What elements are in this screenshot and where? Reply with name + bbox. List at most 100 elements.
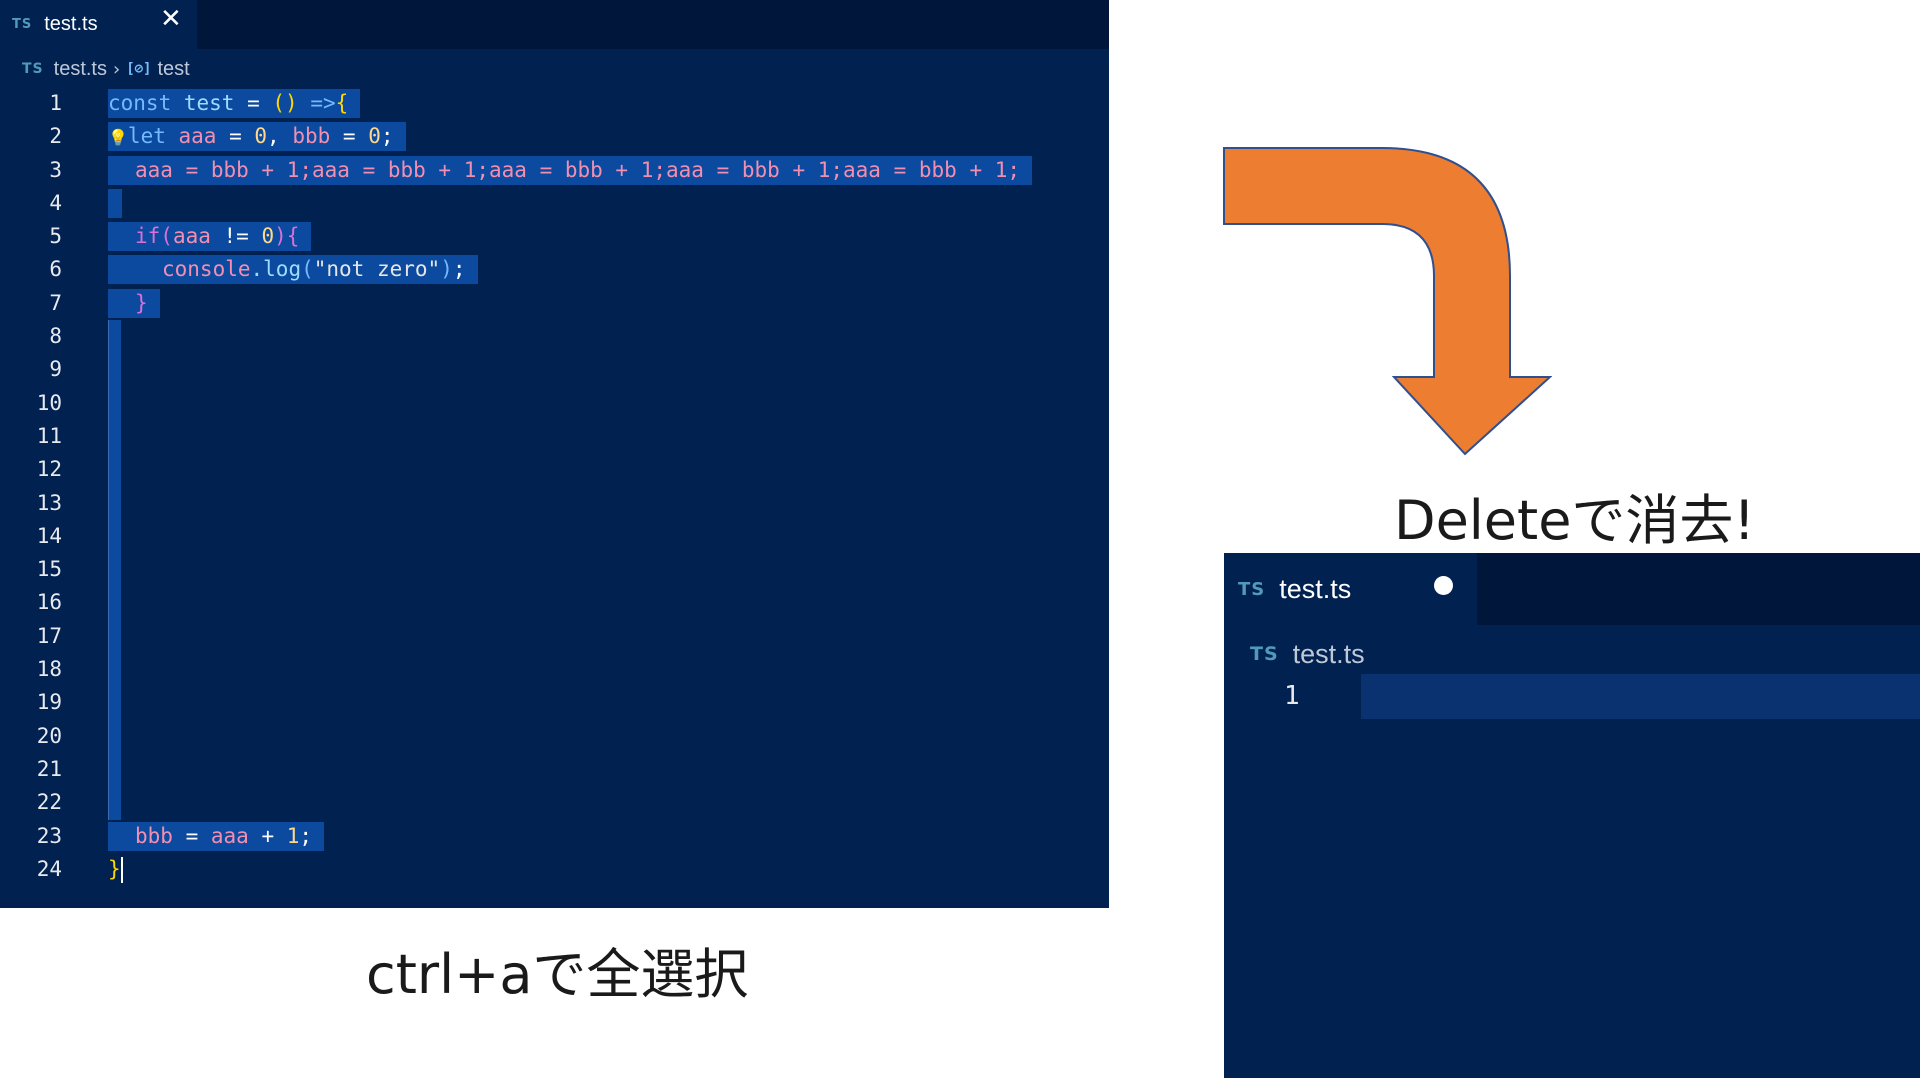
code-line: 18 [0, 653, 1109, 687]
line-number: 23 [36, 823, 62, 848]
line-number: 1 [49, 91, 62, 115]
line-number: 11 [36, 423, 62, 448]
editor-before: TS test.ts ✕ TS test.ts › [⊘] test 1 con… [0, 0, 1109, 908]
code-line: 4 [0, 187, 1109, 220]
caption-select-all: ctrl+aで全選択 [366, 943, 749, 1006]
typescript-file-icon: TS [12, 17, 33, 32]
line-number: 21 [36, 756, 62, 781]
code-line: 16 [0, 586, 1109, 620]
breadcrumb: TS test.ts [1250, 633, 1365, 675]
line-number: 2 [49, 124, 62, 149]
tab-test-ts[interactable]: TS test.ts ✕ [0, 0, 197, 49]
line-number: 15 [36, 557, 62, 582]
line-number: 24 [36, 856, 62, 881]
lightbulb-icon[interactable]: 💡 [108, 128, 128, 148]
code-line: 2 💡let aaa = 0, bbb = 0; [0, 120, 1109, 153]
selected-text: aaa = bbb + 1;aaa = bbb + 1;aaa = bbb + … [108, 155, 1033, 185]
code-line: 13 [0, 486, 1109, 520]
selection-indent [108, 320, 121, 354]
line-number: 5 [49, 224, 62, 249]
editor-after: TS test.ts TS test.ts 1 [1224, 553, 1920, 1078]
code-line: 6 console.log("not zero"); [0, 253, 1109, 286]
code-line: 7 } [0, 287, 1109, 320]
code-line: 22 [0, 786, 1109, 820]
selected-text: console.log("not zero"); [108, 255, 478, 285]
selection-indent [108, 386, 121, 420]
line-number: 18 [36, 657, 62, 682]
breadcrumb: TS test.ts › [⊘] test [22, 56, 190, 82]
line-number: 9 [49, 357, 62, 382]
selection-indent [108, 419, 121, 454]
selection-indent [108, 353, 121, 387]
line-number: 10 [36, 390, 62, 415]
chevron-right-icon: › [113, 58, 121, 80]
code-line: 20 [0, 719, 1109, 753]
code-area[interactable]: 1 const test = () =>{ 2 💡let aaa = 0, bb… [0, 87, 1109, 886]
tab-bar: TS test.ts ✕ [0, 0, 1109, 49]
closing-brace: } [108, 856, 123, 883]
code-line: 14 [0, 519, 1109, 554]
code-line: 15 [0, 553, 1109, 587]
tab-label: test.ts [1279, 573, 1352, 604]
line-number: 17 [36, 623, 62, 648]
unsaved-dot-icon[interactable] [1434, 576, 1453, 595]
selection-indent [108, 653, 121, 687]
line-number: 3 [49, 157, 62, 182]
close-icon[interactable]: ✕ [160, 4, 182, 34]
bent-arrow-down-icon [1223, 147, 1552, 456]
typescript-file-icon: TS [1250, 643, 1279, 665]
text-cursor [120, 856, 123, 883]
selected-text: bbb = aaa + 1; [108, 821, 325, 851]
selection-indent [108, 619, 121, 654]
line-number: 6 [49, 257, 62, 282]
code-line: 19 [0, 686, 1109, 720]
selection-indent [108, 786, 121, 820]
selection-indent [108, 686, 121, 720]
line-number: 16 [36, 590, 62, 615]
code-line: 10 [0, 386, 1109, 420]
code-line: 17 [0, 619, 1109, 654]
selected-text: const test = () =>{ [108, 89, 361, 118]
code-line: 3 aaa = bbb + 1;aaa = bbb + 1;aaa = bbb … [0, 154, 1109, 187]
code-line: 5 if(aaa != 0){ [0, 220, 1109, 253]
breadcrumb-file[interactable]: test.ts [53, 57, 107, 80]
code-line: 12 [0, 453, 1109, 487]
tab-label: test.ts [44, 13, 98, 35]
line-number: 19 [36, 690, 62, 715]
code-line: 11 [0, 419, 1109, 454]
current-line-highlight [1361, 674, 1920, 719]
symbol-variable-icon: [⊘] [126, 61, 152, 77]
code-line: 1 const test = () =>{ [0, 87, 1109, 120]
code-line: 9 [0, 353, 1109, 387]
breadcrumb-file[interactable]: test.ts [1292, 638, 1365, 669]
selected-text: } [108, 288, 160, 318]
code-line: 8 [0, 320, 1109, 354]
line-number: 12 [36, 457, 62, 482]
line-number: 7 [49, 290, 62, 315]
selection-indent [108, 486, 121, 520]
typescript-file-icon: TS [22, 61, 44, 77]
line-number: 8 [49, 324, 62, 349]
selected-text: if(aaa != 0){ [108, 222, 312, 252]
line-number: 20 [36, 723, 62, 748]
tab-bar: TS test.ts [1224, 553, 1920, 625]
selection-indent [108, 519, 121, 554]
code-line[interactable]: 1 [1224, 674, 1920, 719]
code-line: 21 [0, 752, 1109, 787]
selection-indent [108, 752, 121, 787]
breadcrumb-symbol[interactable]: test [157, 57, 190, 80]
line-number: 13 [36, 490, 62, 515]
code-line: 24 } [0, 853, 1109, 886]
selected-text: 💡let aaa = 0, bbb = 0; [108, 122, 406, 152]
selection-indent [108, 586, 121, 620]
line-number: 4 [49, 190, 62, 215]
typescript-file-icon: TS [1238, 578, 1266, 600]
tab-test-ts[interactable]: TS test.ts [1224, 553, 1477, 625]
selection-indent [108, 719, 121, 753]
selection-indent [108, 553, 121, 587]
selection-indent [108, 453, 121, 487]
line-number: 1 [1284, 681, 1300, 711]
selected-text [108, 188, 122, 218]
line-number: 22 [36, 790, 62, 815]
caption-delete: Deleteで消去! [1394, 489, 1756, 552]
